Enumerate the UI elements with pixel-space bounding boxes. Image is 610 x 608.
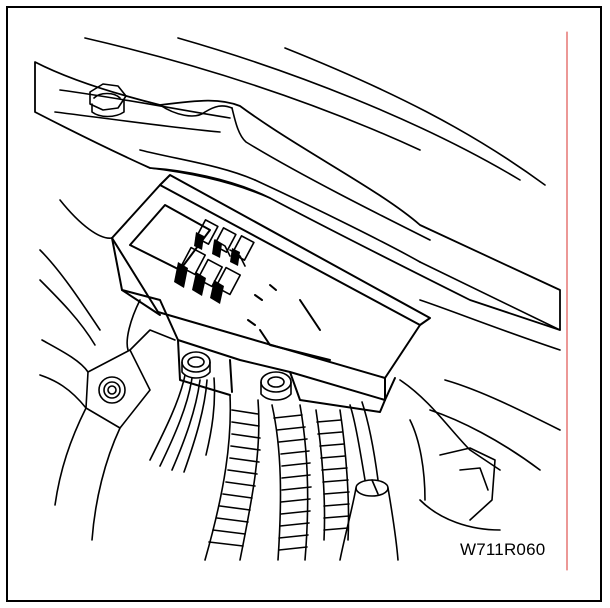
bolt-icon bbox=[89, 83, 127, 118]
figure-frame bbox=[6, 6, 602, 602]
cowl-panel bbox=[34, 61, 561, 331]
body-panel-contours bbox=[54, 37, 546, 186]
body-structure-right bbox=[399, 299, 561, 531]
corrugated-wiring-harness bbox=[204, 394, 350, 561]
fuse-box bbox=[111, 174, 431, 413]
figure-code-label: W711R060 bbox=[460, 540, 546, 559]
wire-bundle bbox=[149, 374, 216, 473]
fuse-shading bbox=[174, 232, 240, 304]
connector-bolt bbox=[181, 351, 292, 401]
bracket-bolt-icon bbox=[85, 329, 176, 429]
body-structure-left bbox=[39, 199, 141, 541]
cable-sleeve bbox=[339, 401, 399, 561]
